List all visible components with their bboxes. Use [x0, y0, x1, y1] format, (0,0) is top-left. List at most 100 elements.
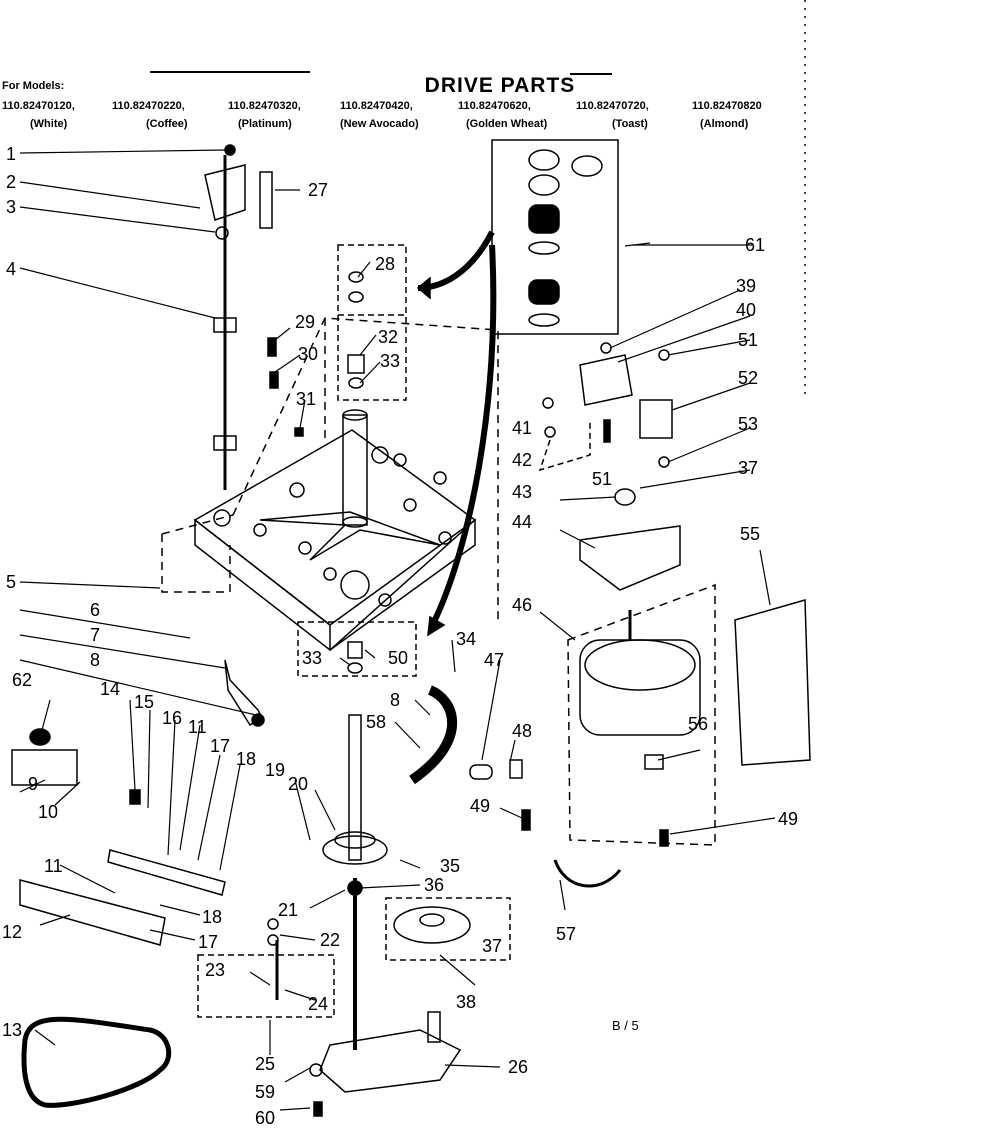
part-label: 23 — [205, 960, 225, 980]
part-label: 50 — [388, 648, 408, 668]
part-label: 41 — [512, 418, 532, 438]
part-label: 27 — [308, 180, 328, 200]
part-47 — [469, 764, 493, 780]
pulley-38 — [393, 906, 471, 944]
model-color: (Coffee) — [146, 118, 188, 130]
part-label: 39 — [736, 276, 756, 296]
part-label: 9 — [28, 774, 38, 794]
part-label: 60 — [255, 1108, 275, 1128]
model-number: 110.82470220, — [112, 100, 185, 112]
inset-33-50-box — [297, 621, 417, 677]
part-label: 31 — [296, 389, 316, 409]
part-label: 58 — [366, 712, 386, 732]
center-post — [342, 414, 368, 526]
part-label: 57 — [556, 924, 576, 944]
part-label: 17 — [198, 932, 218, 952]
model-color: (Golden Wheat) — [466, 118, 548, 130]
part-label: 14 — [100, 679, 120, 699]
part-label: 12 — [2, 922, 22, 942]
base-plate — [193, 429, 477, 626]
part-label: 33 — [380, 351, 400, 371]
part-label: 26 — [508, 1057, 528, 1077]
part-label: 30 — [298, 344, 318, 364]
page-note: B / 5 — [612, 1018, 639, 1033]
part-label: 28 — [375, 254, 395, 274]
part-label: 18 — [202, 907, 222, 927]
clip-57 — [553, 859, 622, 888]
model-color: (Almond) — [700, 118, 749, 130]
part-56 — [644, 754, 664, 770]
inset-28-33-box — [337, 244, 407, 401]
model-number: 110.82470820 — [692, 100, 762, 112]
part-label: 51 — [592, 469, 612, 489]
model-number: 110.82470120, — [2, 100, 75, 112]
drive-shaft — [348, 714, 362, 861]
part-label: 17 — [210, 736, 230, 756]
motor-46 — [579, 639, 701, 736]
part-label: 3 — [6, 197, 16, 217]
kit-61-components — [528, 149, 603, 327]
part-label: 25 — [255, 1054, 275, 1074]
hose-58 — [409, 685, 458, 785]
part-label: 49 — [470, 796, 490, 816]
part-label: 37 — [482, 936, 502, 956]
part-label: 62 — [12, 670, 32, 690]
switch-9 — [11, 749, 78, 786]
part-55 — [734, 599, 811, 766]
knob-62 — [29, 728, 51, 746]
part-label: 43 — [512, 482, 532, 502]
part-label: 36 — [424, 875, 444, 895]
spider-brace — [259, 511, 441, 561]
part-label: 22 — [320, 930, 340, 950]
pulley-38-box — [385, 897, 511, 961]
part-27-body — [259, 171, 273, 229]
part-label: 4 — [6, 259, 16, 279]
part-label: 16 — [162, 708, 182, 728]
part-52 — [639, 399, 673, 439]
part-label: 20 — [288, 774, 308, 794]
part-label: 40 — [736, 300, 756, 320]
model-color: (White) — [30, 118, 68, 130]
part-label: 1 — [6, 144, 16, 164]
model-number: 110.82470320, — [228, 100, 301, 112]
part-label: 51 — [738, 330, 758, 350]
part-label: 6 — [90, 600, 100, 620]
part-number-labels: 1 2 3 4 5 6 7 8 8 9 10 11 11 12 13 14 15… — [2, 144, 798, 1128]
part-label: 8 — [90, 650, 100, 670]
part-label: 38 — [456, 992, 476, 1012]
bracket-2 — [204, 164, 246, 221]
plate-holes — [213, 446, 452, 607]
part-label: 29 — [295, 312, 315, 332]
lever-12 — [19, 879, 166, 946]
bracket-44 — [579, 525, 681, 591]
part-label: 33 — [302, 648, 322, 668]
part-label: 8 — [390, 690, 400, 710]
pulley-20 — [322, 835, 388, 865]
part-label: 61 — [745, 235, 765, 255]
model-number: 110.82470420, — [340, 100, 413, 112]
part-label: 55 — [740, 524, 760, 544]
page-title: DRIVE PARTS — [424, 74, 576, 97]
part-label: 15 — [134, 692, 154, 712]
part-label: 7 — [90, 625, 100, 645]
part-label: 59 — [255, 1082, 275, 1102]
part-label: 32 — [378, 327, 398, 347]
part-label: 35 — [440, 856, 460, 876]
part-label: 44 — [512, 512, 532, 532]
part-label: 49 — [778, 809, 798, 829]
part-label: 24 — [308, 994, 328, 1014]
part-label: 18 — [236, 749, 256, 769]
part-label: 52 — [738, 368, 758, 388]
leader-lines — [19, 149, 776, 1111]
part-label: 11 — [44, 856, 63, 876]
part-label: 47 — [484, 650, 504, 670]
part-label: 53 — [738, 414, 758, 434]
model-number: 110.82470720, — [576, 100, 649, 112]
part-label: 11 — [188, 717, 207, 737]
part-label: 34 — [456, 629, 476, 649]
gearcase-26 — [319, 1029, 462, 1093]
bracket-16 — [107, 849, 226, 896]
part-label: 56 — [688, 714, 708, 734]
model-color: (Platinum) — [238, 118, 292, 130]
belt-13 — [21, 1016, 172, 1108]
